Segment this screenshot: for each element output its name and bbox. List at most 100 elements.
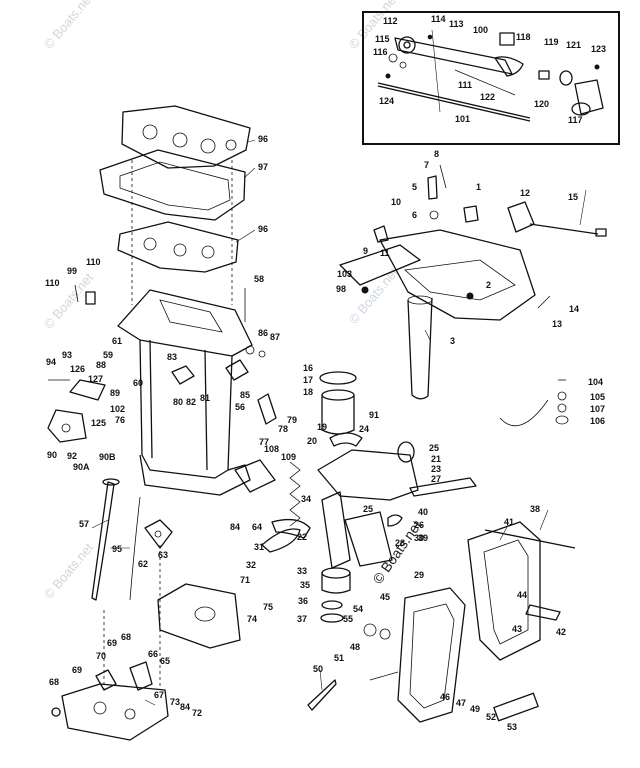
- rod-122: [454, 69, 516, 96]
- callout-60: 60: [133, 378, 143, 388]
- callout-5: 5: [412, 182, 417, 192]
- tube-top: [407, 295, 433, 305]
- callout-92: 92: [67, 451, 77, 461]
- callout-25a: 25: [429, 443, 439, 453]
- plate-inner: [119, 161, 231, 211]
- leader: [431, 29, 441, 113]
- callout-11: 11: [380, 248, 390, 258]
- leader: [539, 509, 549, 531]
- callout-64: 64: [252, 522, 262, 532]
- callout-75: 75: [263, 602, 273, 612]
- callout-83: 83: [167, 352, 177, 362]
- callout-118: 118: [516, 32, 531, 42]
- callout-45: 45: [380, 592, 390, 602]
- clip-9: [373, 225, 389, 243]
- callout-61: 61: [112, 336, 122, 346]
- steering-handle-inset: [362, 11, 620, 145]
- stud-5: [427, 175, 438, 200]
- mount-65: [129, 661, 153, 691]
- screw-124: [385, 73, 391, 79]
- callout-107: 107: [590, 404, 605, 414]
- callout-70: 70: [96, 651, 106, 661]
- flange-port: [159, 299, 223, 333]
- callout-98: 98: [336, 284, 346, 294]
- screw-123: [594, 64, 600, 70]
- callout-40: 40: [418, 507, 428, 517]
- callout-42: 42: [556, 627, 566, 637]
- bracket-inner: [404, 259, 516, 301]
- callout-77: 77: [259, 437, 269, 447]
- gasket-96-top: [121, 105, 251, 169]
- spacer-120: [538, 70, 550, 80]
- callout-18: 18: [303, 387, 313, 397]
- adapter-plate-97: [99, 149, 246, 221]
- callout-109: 109: [281, 452, 296, 462]
- screw-8: [439, 164, 447, 189]
- callout-37: 37: [297, 614, 307, 624]
- plate-52: [493, 692, 539, 722]
- callout-71: 71: [240, 575, 250, 585]
- bracket-hole: [61, 423, 71, 433]
- callout-52: 52: [486, 712, 496, 722]
- washer-106: [555, 415, 569, 425]
- callout-119: 119: [544, 37, 559, 47]
- exhaust-housing: [91, 289, 253, 601]
- callout-96a: 96: [258, 134, 268, 144]
- callout-27: 27: [431, 474, 441, 484]
- callout-63: 63: [158, 550, 168, 560]
- callout-28: 28: [395, 538, 405, 548]
- bracket-inner: [409, 603, 455, 709]
- bracket-21: [317, 449, 419, 501]
- housing-base: [139, 454, 251, 496]
- handle-block: [499, 32, 515, 46]
- grip-end: [571, 102, 591, 116]
- callout-89: 89: [110, 388, 120, 398]
- clamp-bracket-41: [467, 521, 541, 661]
- leader: [424, 329, 431, 341]
- callout-57: 57: [79, 519, 89, 529]
- pin-50: [307, 679, 337, 711]
- callout-32: 32: [246, 560, 256, 570]
- watermark-4: © Boats.net: [346, 265, 402, 327]
- callout-43: 43: [512, 624, 522, 634]
- bolt-48: [369, 671, 399, 681]
- gasket-hole: [142, 124, 158, 140]
- leader: [91, 519, 109, 529]
- callout-25b: 25: [363, 504, 373, 514]
- callout-123: 123: [591, 44, 606, 54]
- callout-55: 55: [343, 614, 353, 624]
- swivel-bracket-body: [379, 229, 536, 321]
- bracket-90: [47, 409, 87, 443]
- bushing-35: [321, 567, 351, 579]
- gasket-hole: [143, 237, 157, 251]
- callout-46: 46: [440, 692, 450, 702]
- washer-87: [258, 350, 266, 358]
- cover-port: [194, 606, 216, 622]
- shaft-edge: [377, 85, 531, 122]
- ground-wire: [499, 399, 549, 427]
- mount-108: [234, 459, 276, 493]
- callout-1: 1: [476, 182, 481, 192]
- handle-bracket-hole: [403, 41, 411, 49]
- plate-hole: [93, 701, 107, 715]
- callout-122: 122: [480, 92, 495, 102]
- callout-112: 112: [383, 16, 398, 26]
- callout-7: 7: [424, 160, 429, 170]
- pin-110: [74, 284, 79, 303]
- callout-96b: 96: [258, 224, 268, 234]
- liner-group: [319, 371, 363, 447]
- steering-tube-3: [407, 297, 433, 400]
- callout-81: 81: [200, 393, 210, 403]
- callout-97: 97: [258, 162, 268, 172]
- washer-105: [557, 391, 567, 401]
- callout-69b: 69: [72, 665, 82, 675]
- callout-101: 101: [455, 114, 470, 124]
- callout-19: 19: [317, 422, 327, 432]
- callout-72: 72: [192, 708, 202, 718]
- spring-109: [289, 461, 301, 527]
- callout-24: 24: [359, 424, 369, 434]
- seal-16: [319, 371, 357, 385]
- callout-90: 90: [47, 450, 57, 460]
- callout-15: 15: [568, 192, 578, 202]
- callout-12: 12: [520, 188, 530, 198]
